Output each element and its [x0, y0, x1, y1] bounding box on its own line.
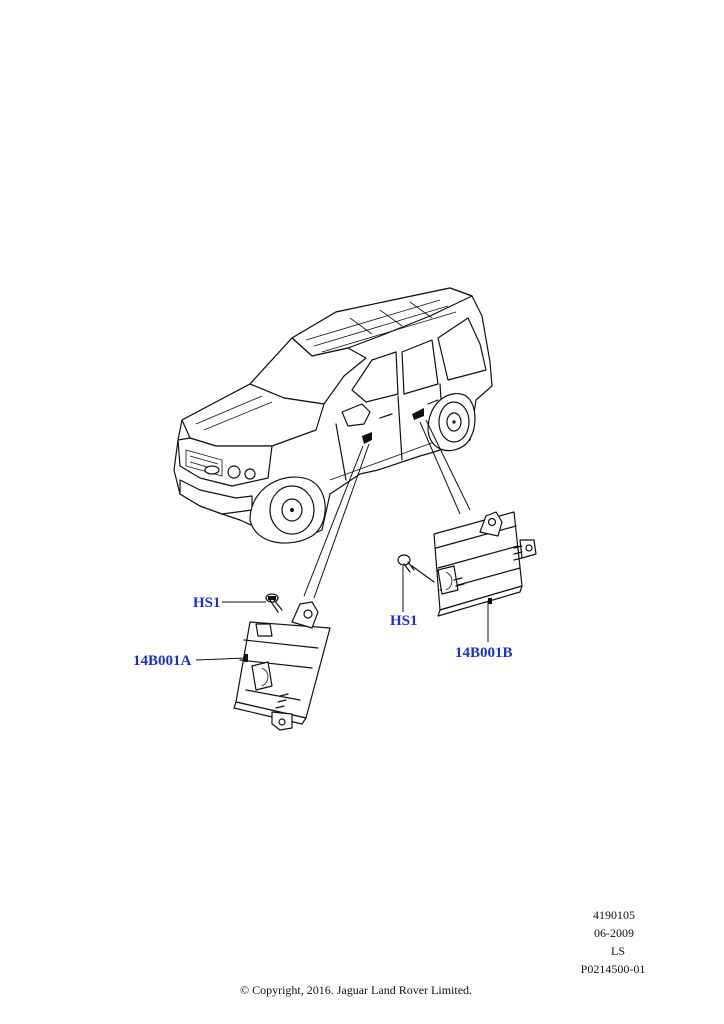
- module-14B001B-illustration: [433, 511, 537, 617]
- illustration-id: P0214500-01: [580, 962, 646, 976]
- author-initials: LS: [610, 944, 625, 958]
- callout-14B001B[interactable]: 14B001B: [455, 645, 513, 661]
- screw-hs1-right-illustration: [397, 554, 435, 583]
- callout-leaders: [195, 566, 489, 661]
- module-14B001A-illustration: [233, 601, 331, 731]
- part-number: 4190105: [593, 908, 635, 922]
- location-leaders: [303, 419, 471, 599]
- screw-hs1-left-illustration: [265, 593, 283, 613]
- callout-14B001A[interactable]: 14B001A: [133, 653, 192, 669]
- illustration-date: 06-2009: [594, 926, 634, 940]
- copyright-notice: © Copyright, 2016. Jaguar Land Rover Lim…: [239, 983, 473, 997]
- callout-hs1-right[interactable]: HS1: [390, 613, 418, 629]
- callout-hs1-left[interactable]: HS1: [193, 595, 221, 611]
- vehicle-illustration: [173, 287, 493, 544]
